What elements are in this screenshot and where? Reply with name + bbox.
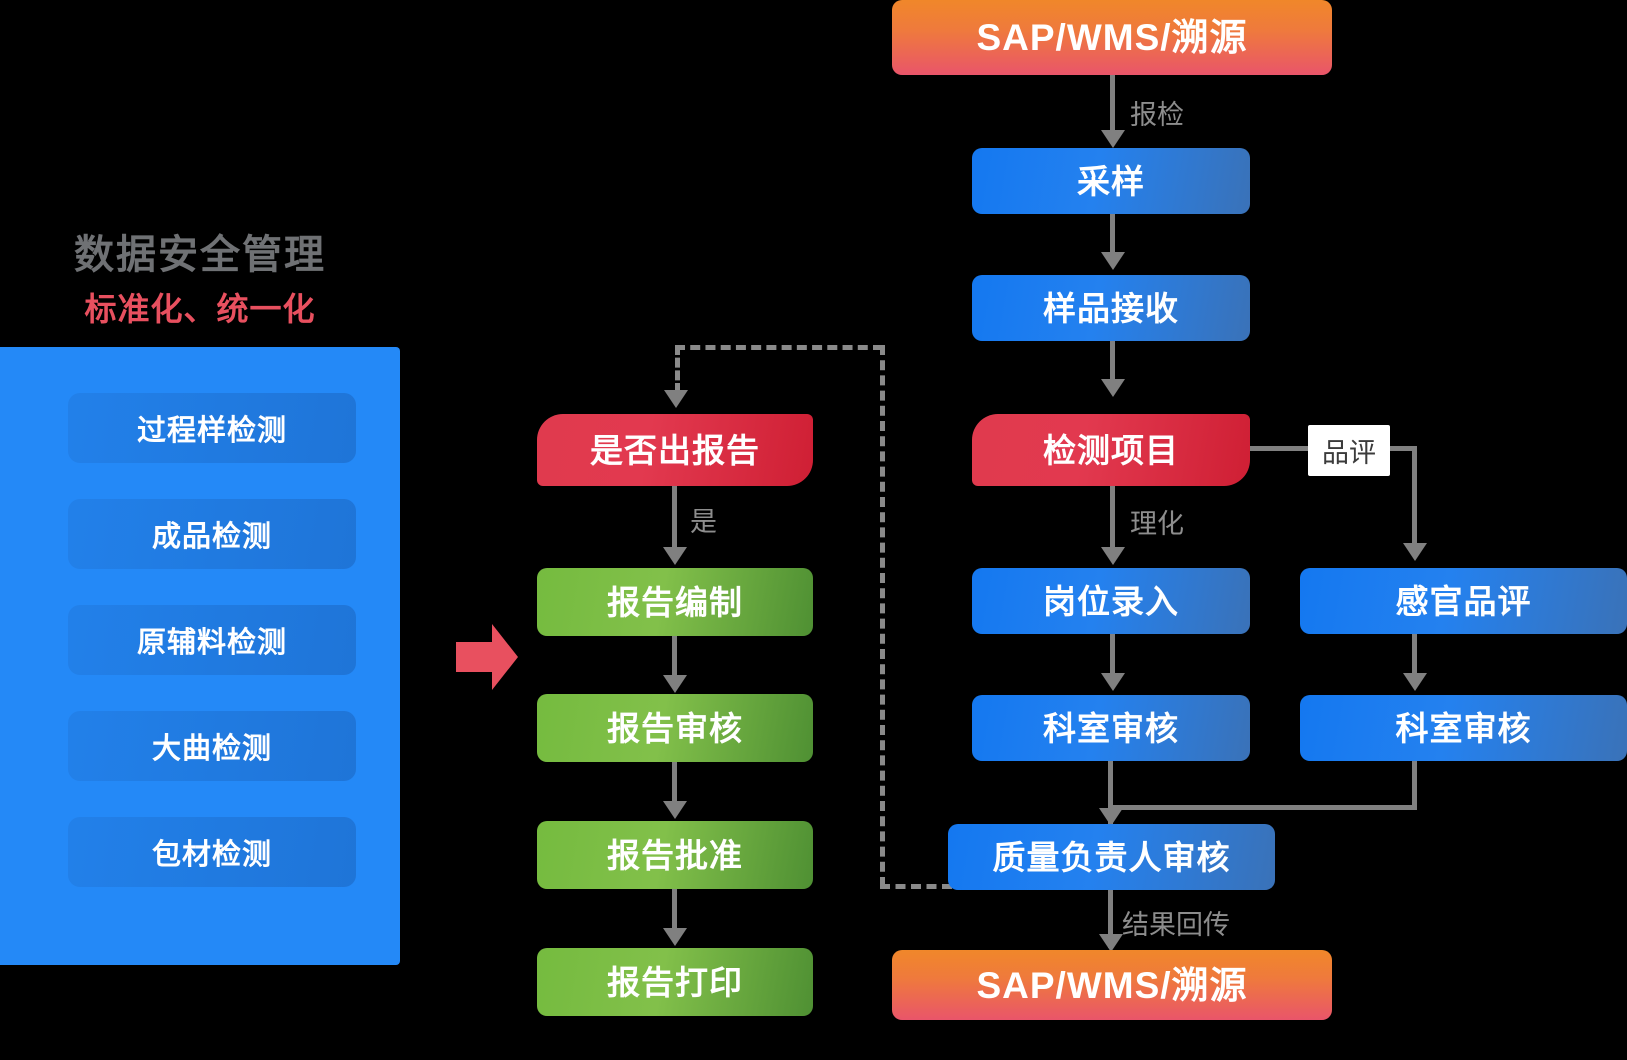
edge-dept-left-down [1108, 761, 1113, 809]
edge-dept-right-down [1412, 761, 1417, 809]
node-report-print[interactable]: 报告打印 [537, 948, 813, 1016]
edge-items-to-sensory-vertical [1412, 446, 1417, 552]
feedback-arrowhead [664, 390, 688, 408]
edge-approve-to-print [672, 889, 677, 939]
edge-decision-to-draft [672, 486, 677, 558]
panel-item-packaging[interactable]: 包材检测 [68, 817, 356, 887]
node-sink-sap-wms[interactable]: SAP/WMS/溯源 [892, 950, 1332, 1020]
node-sampling[interactable]: 采样 [972, 148, 1250, 214]
edge-label-physicochemical: 理化 [1130, 509, 1184, 539]
panel-title: 数据安全管理 [74, 233, 326, 277]
panel-item-daqu[interactable]: 大曲检测 [68, 711, 356, 781]
node-post-entry[interactable]: 岗位录入 [972, 568, 1250, 634]
edge-sampling-to-receive-arrowhead [1101, 252, 1125, 270]
feedback-dashed-bottom [880, 884, 952, 889]
edge-approve-to-print-arrowhead [663, 928, 687, 946]
panel-subtitle: 标准化、统一化 [84, 291, 316, 327]
edge-items-to-entry-arrowhead [1101, 547, 1125, 565]
edge-decision-to-draft-arrowhead [663, 547, 687, 565]
edge-receive-to-items-arrowhead [1101, 379, 1125, 397]
edge-source-to-sampling-arrowhead [1101, 130, 1125, 148]
panel-item-process-sample[interactable]: 过程样检测 [68, 393, 356, 463]
node-sensory-tasting[interactable]: 感官品评 [1300, 568, 1627, 634]
edge-sensory-to-dept-right [1412, 634, 1417, 684]
edge-review-to-approve-arrowhead [663, 801, 687, 819]
node-report-approve[interactable]: 报告批准 [537, 821, 813, 889]
panel-item-raw-material[interactable]: 原辅料检测 [68, 605, 356, 675]
edge-label-tasting: 品评 [1308, 425, 1390, 476]
edge-sensory-to-dept-right-arrowhead [1403, 673, 1427, 691]
edge-receive-to-items [1110, 341, 1115, 388]
edge-entry-to-dept-left [1110, 634, 1115, 684]
node-report-draft[interactable]: 报告编制 [537, 568, 813, 636]
node-sample-receive[interactable]: 样品接收 [972, 275, 1250, 341]
edge-merge-horizontal [1108, 805, 1417, 810]
edge-label-yes: 是 [690, 507, 717, 537]
edge-sampling-to-receive [1110, 214, 1115, 261]
edge-label-result-return: 结果回传 [1122, 910, 1230, 940]
node-dept-review-left[interactable]: 科室审核 [972, 695, 1250, 761]
node-test-items[interactable]: 检测项目 [972, 414, 1250, 486]
edge-source-to-sampling [1110, 75, 1115, 139]
edge-review-to-approve [672, 762, 677, 812]
feedback-dashed-right [880, 345, 885, 887]
edge-entry-to-dept-left-arrowhead [1101, 673, 1125, 691]
edge-quality-to-sink [1108, 890, 1113, 948]
detection-scope-panel: 过程样检测 成品检测 原辅料检测 大曲检测 包材检测 [0, 347, 400, 965]
edge-items-to-sensory-arrowhead [1403, 543, 1427, 561]
flow-transition-arrow-icon [456, 624, 518, 690]
edge-draft-to-review [672, 636, 677, 686]
node-report-review[interactable]: 报告审核 [537, 694, 813, 762]
node-source-sap-wms[interactable]: SAP/WMS/溯源 [892, 0, 1332, 75]
edge-label-inspection-request: 报检 [1130, 100, 1184, 130]
node-dept-review-right[interactable]: 科室审核 [1300, 695, 1627, 761]
decision-issue-report[interactable]: 是否出报告 [537, 414, 813, 486]
edge-items-to-entry [1110, 486, 1115, 558]
feedback-dashed-left [675, 345, 680, 393]
edge-merge-to-quality-arrowhead [1099, 808, 1123, 826]
feedback-dashed-top [675, 345, 883, 350]
edge-quality-to-sink-arrowhead [1099, 934, 1123, 952]
panel-item-finished-product[interactable]: 成品检测 [68, 499, 356, 569]
node-quality-manager-review[interactable]: 质量负责人审核 [948, 824, 1275, 890]
edge-draft-to-review-arrowhead [663, 675, 687, 693]
